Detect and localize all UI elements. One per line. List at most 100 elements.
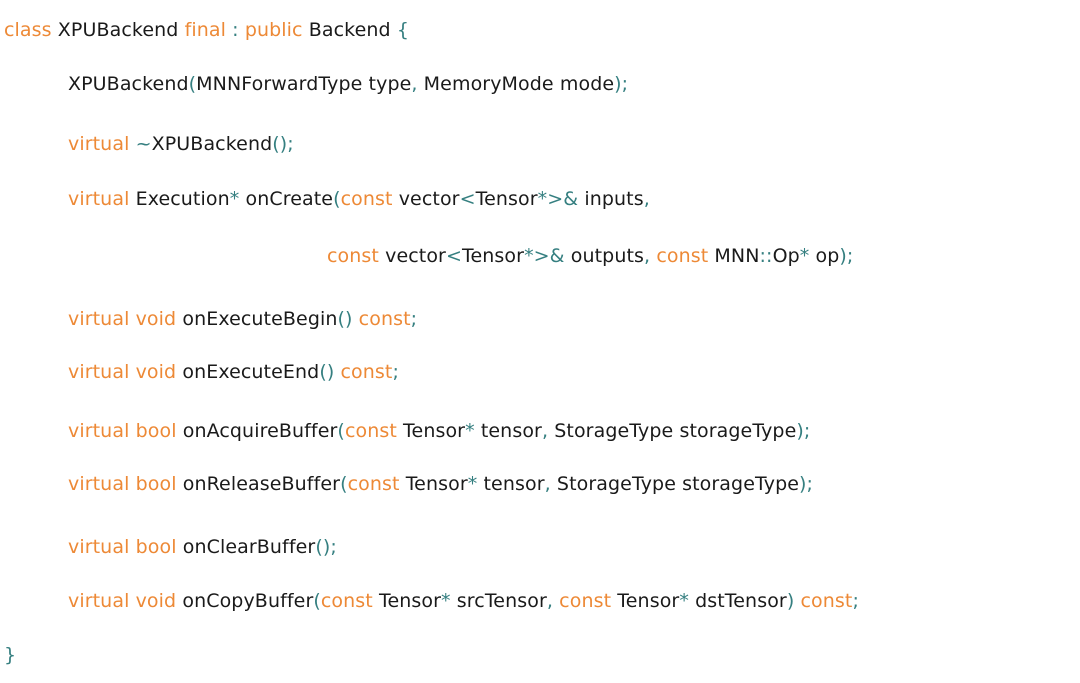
code-token: , [546, 590, 554, 612]
code-token: virtual bool [68, 536, 177, 558]
code-token: ); [799, 473, 814, 495]
code-token: op [809, 245, 840, 267]
code-token: MNN [708, 245, 760, 267]
code-token: MemoryMode mode [417, 73, 615, 95]
code-token: const [340, 188, 393, 210]
code-token: Tensor [462, 245, 525, 267]
code-token: ( [337, 420, 345, 442]
code-token: StorageType storageType [548, 420, 797, 442]
code-token: ~ [135, 133, 152, 155]
code-token: :: [759, 245, 773, 267]
code-token: const [358, 308, 411, 330]
code-token: ; [410, 308, 418, 330]
code-token: virtual void [68, 308, 177, 330]
code-token: virtual void [68, 361, 177, 383]
code-token: dstTensor [688, 590, 787, 612]
code-token: final [184, 19, 227, 41]
code-token: const [800, 590, 853, 612]
code-token: tensor [477, 473, 545, 495]
code-token: ); [796, 420, 811, 442]
code-line-1: class XPUBackend final : public Backend … [4, 18, 409, 42]
code-token: * [441, 590, 451, 612]
code-token: onCreate [239, 188, 334, 210]
code-token: XPUBackend [151, 133, 273, 155]
code-token: const [559, 590, 612, 612]
code-token: outputs [564, 245, 645, 267]
code-token: * [465, 420, 475, 442]
code-token: Tensor [372, 590, 442, 612]
code-token: tensor [474, 420, 542, 442]
code-token: virtual [68, 133, 130, 155]
code-token: onAcquireBuffer [176, 420, 338, 442]
code-token: < [459, 188, 476, 210]
code-line-4: virtual Execution* onCreate(const vector… [68, 187, 650, 211]
code-token: ( [340, 473, 348, 495]
code-token: ) [786, 590, 795, 612]
code-token: const [327, 245, 379, 267]
code-token: XPUBackend [51, 19, 185, 41]
code-token: (); [315, 536, 337, 558]
code-token: ( [188, 73, 197, 95]
code-token: , [643, 188, 650, 210]
code-token: ( [313, 590, 321, 612]
code-token: StorageType storageType [550, 473, 800, 495]
code-token: onExecuteEnd [176, 361, 320, 383]
code-token: inputs [578, 188, 644, 210]
code-line-9: virtual bool onReleaseBuffer(const Tenso… [68, 472, 813, 496]
code-token: public [244, 19, 303, 41]
code-token: * [229, 188, 240, 210]
code-token: () [319, 361, 335, 383]
code-token: const [347, 473, 400, 495]
code-token: , [411, 73, 418, 95]
code-token: { [396, 19, 410, 41]
code-token: onCopyBuffer [176, 590, 314, 612]
code-token: (); [272, 133, 294, 155]
code-token: class [4, 19, 52, 41]
code-token: , [541, 420, 549, 442]
code-token: } [4, 644, 17, 666]
code-token: virtual bool [68, 473, 177, 495]
code-line-2: XPUBackend(MNNForwardType type, MemoryMo… [68, 72, 628, 96]
code-token: * [679, 590, 689, 612]
code-line-11: virtual void onCopyBuffer(const Tensor* … [68, 589, 859, 613]
code-token: XPUBackend [68, 73, 189, 95]
code-line-5: const vector<Tensor*>& outputs, const MN… [327, 244, 853, 268]
code-token: ); [614, 73, 629, 95]
code-token: vector [378, 245, 446, 267]
code-token: onExecuteBegin [176, 308, 338, 330]
code-token: *>& [524, 245, 565, 267]
code-token: ; [852, 590, 859, 612]
code-token: , [644, 245, 651, 267]
code-token: Op [772, 245, 800, 267]
code-token: : [232, 19, 239, 41]
code-token: < [445, 245, 463, 267]
code-token: * [799, 245, 810, 267]
code-token: virtual void [68, 590, 177, 612]
code-token: () [337, 308, 353, 330]
code-token: virtual bool [68, 420, 177, 442]
code-line-12: } [4, 643, 16, 667]
code-token: ( [333, 188, 341, 210]
code-token: ; [392, 361, 399, 383]
code-line-3: virtual ~XPUBackend(); [68, 132, 294, 156]
code-token: const [656, 245, 709, 267]
code-token: onReleaseBuffer [176, 473, 341, 495]
code-token: * [467, 473, 478, 495]
code-token: *>& [537, 188, 579, 210]
code-token: const [340, 361, 393, 383]
code-line-7: virtual void onExecuteEnd() const; [68, 360, 399, 384]
code-token: ); [839, 245, 854, 267]
code-line-10: virtual bool onClearBuffer(); [68, 535, 337, 559]
code-token: Tensor [399, 473, 468, 495]
code-token: MNNForwardType type [196, 73, 412, 95]
code-token: virtual [68, 188, 130, 210]
code-token: Execution [129, 188, 230, 210]
code-token: Backend [302, 19, 397, 41]
code-line-8: virtual bool onAcquireBuffer(const Tenso… [68, 419, 810, 443]
code-token: vector [392, 188, 460, 210]
code-token: srcTensor [450, 590, 547, 612]
code-token: const [320, 590, 373, 612]
code-token: onClearBuffer [176, 536, 316, 558]
code-token: Tensor [396, 420, 466, 442]
